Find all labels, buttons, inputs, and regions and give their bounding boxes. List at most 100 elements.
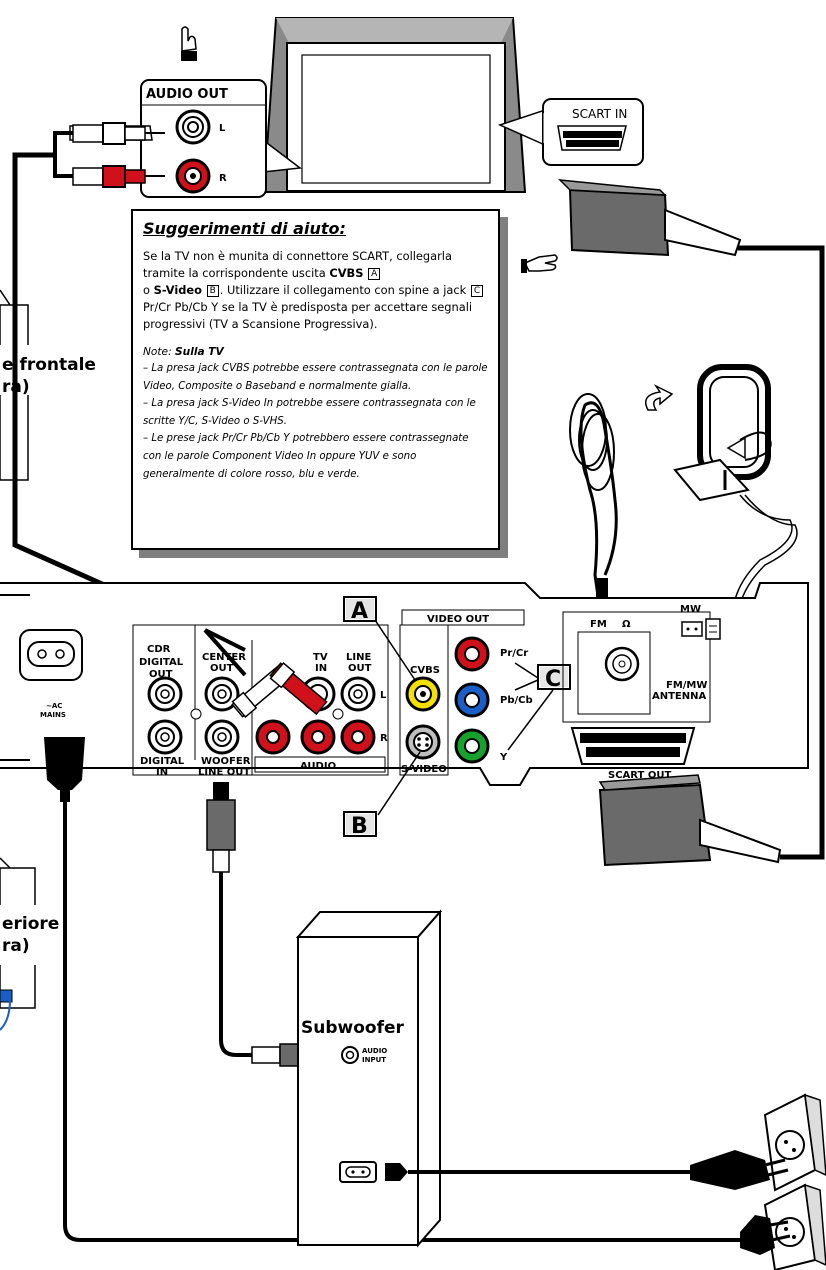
digital-in-label-2: IN [156,767,168,778]
scart-in-pins [563,131,622,147]
jack-audio-red-1 [255,719,291,755]
fm-label: FM [590,619,607,630]
digital-out-label-2: OUT [149,669,173,680]
ac-mains-socket: ~AC MAINS [19,629,83,719]
ohm-label: Ω [622,619,631,630]
tips-title: Suggerimenti di aiuto: [143,219,346,238]
audio-input-label-1: AUDIO [362,1047,387,1055]
video-out-label: VIDEO OUT [427,614,489,625]
tips-text-3: Pr/Cr Pb/Cb Y se la TV è predisposta per… [143,300,473,331]
tips-box-b: B [206,285,219,297]
receiver-rear-panel: ~AC MAINS CDR DIGITAL OUT CENTER OUT TV … [0,582,809,839]
rear-speaker-partial: eriore ra) [0,857,70,1031]
audio-out-label: AUDIO OUT [146,87,228,102]
hand-pointing-icon [181,26,197,61]
subwoofer-power-socket [339,1161,377,1183]
jack-line-out-left [340,676,376,712]
woofer-label-2: LINE OUT [198,767,250,778]
fm-antenna-socket [604,646,640,682]
wall-outlet-lower [763,1183,826,1270]
tips-note-3: – Le prese jack Pr/Cr Pb/Cb Y potrebbero… [143,433,469,480]
jack-tv-in-right [300,719,336,755]
tips-box-a: A [368,268,381,280]
help-tips-box: Suggerimenti di aiuto: Se la TV non è mu… [131,209,500,550]
y-label: Y [499,752,508,763]
line-out-label-2: OUT [348,663,372,674]
jack-digital-in [147,719,183,755]
scart-plug-receiver [598,774,782,867]
center-out-label-1: CENTER [202,652,246,663]
tips-box-c: C [470,285,484,297]
mw-terminal [681,618,721,640]
hand-pointing-icon [521,254,558,273]
fm-mw-label-1: FM/MW [666,680,707,691]
tv-audio-jack-left [175,109,211,145]
fm-mw-label-2: ANTENNA [652,691,706,702]
tv-audio-jack-right [175,158,211,194]
rear-speaker-label-2: ra) [2,936,30,956]
jack-center-out [204,676,240,712]
pb-cb-label: Pb/Cb [500,695,533,706]
pr-cr-label: Pr/Cr [500,648,528,659]
front-speaker-label-1: e frontale [2,355,96,375]
mains-cable [63,802,740,1242]
audio-right-label: R [380,733,388,744]
jack-s-video [405,724,441,760]
tips-svideo: S-Video [153,283,202,297]
tips-note-2: – La presa jack S-Video In potrebbe esse… [143,398,476,427]
tips-text-1: Se la TV non è munita di connettore SCAR… [143,249,452,280]
tips-cvbs: CVBS [329,266,364,280]
marker-b-label: B [351,814,368,839]
audio-section-label: AUDIO [300,761,336,772]
marker-a-label: A [351,599,368,624]
tips-note-1: – La presa jack CVBS potrebbe essere con… [143,363,488,392]
tv-set [262,17,527,193]
wall-plug-upper [690,1150,789,1190]
tips-note-label: Note: [143,346,172,358]
receiver-audio-plugs [203,628,328,719]
scart-plug-tv [557,179,742,257]
jack-woofer-out [204,719,240,755]
rear-speaker-label-1: eriore [2,914,59,934]
jack-pr-cr [454,636,490,672]
ac-mains-label-1: ~AC [46,702,62,710]
mw-loop-antenna [645,364,798,616]
s-video-label: S-VIDEO [401,764,447,775]
woofer-label-1: WOOFER [201,756,251,767]
jack-digital-out [147,676,183,712]
digital-in-label-1: DIGITAL [140,756,185,767]
marker-c-label: C [545,667,561,692]
tv-in-label-2: IN [315,663,327,674]
digital-out-label-1: DIGITAL [139,657,184,668]
subwoofer-label: Subwoofer [301,1018,405,1038]
tips-note-target: Sulla TV [175,346,224,358]
scart-cable [738,245,825,860]
tips-paragraph: Se la TV non è munita di connettore SCAR… [143,248,488,333]
cdr-label: CDR [147,644,171,655]
wall-plug-lower [740,1215,791,1255]
scart-in-label: SCART IN [572,107,627,121]
jack-y [454,728,490,764]
cvbs-label: CVBS [410,665,440,676]
wall-outlet-upper [763,1093,826,1192]
marker-a: A [343,596,377,624]
subwoofer: Subwoofer AUDIO INPUT [295,909,443,1248]
audio-out-left-label: L [219,123,226,134]
jack-pb-cb [454,682,490,718]
tv-in-label-1: TV [313,652,328,663]
tips-o: o [143,283,150,297]
marker-c: C [537,664,571,692]
jack-line-out-right [340,719,376,755]
marker-b: B [343,811,377,839]
line-out-label-1: LINE [346,652,371,663]
scart-out-label: SCART OUT [608,770,671,781]
jack-cvbs [405,676,441,712]
tips-note-heading: Note: Sulla TV [143,345,488,360]
scart-in-callout: SCART IN [497,98,644,166]
mw-label: MW [680,604,701,615]
ac-mains-label-2: MAINS [40,711,66,719]
mains-plug [44,737,85,802]
tips-text-2: . Utilizzare il collegamento con spine a… [219,283,467,297]
subwoofer-audio-input-jack [341,1046,359,1064]
audio-input-label-2: INPUT [362,1056,386,1064]
